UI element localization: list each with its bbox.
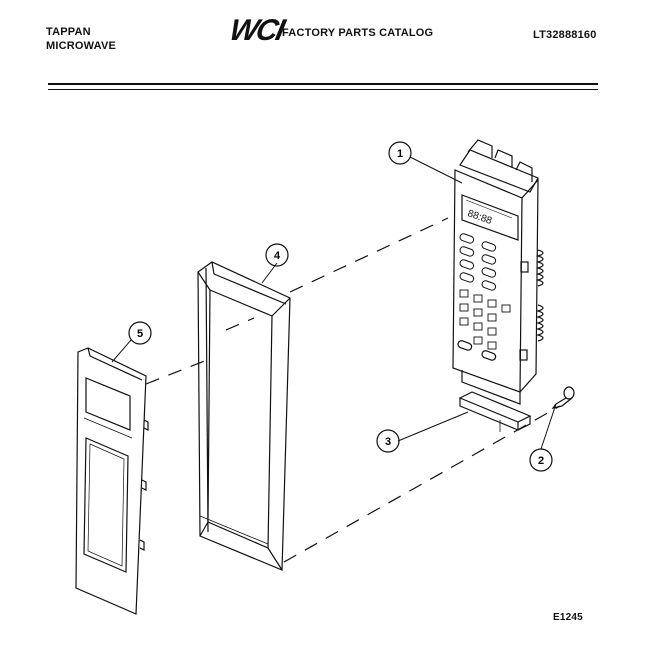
- callout-circle-2: [529, 448, 553, 472]
- header-rule: [48, 83, 598, 85]
- model-number: LT32888160: [533, 29, 597, 41]
- catalog-title: FACTORY PARTS CATALOG: [282, 27, 434, 39]
- callout-number-3: 3: [385, 436, 391, 448]
- mounting-bracket: [458, 391, 532, 432]
- callout-leaders: [111, 156, 557, 450]
- callout-circle-3: [376, 429, 400, 453]
- callout-number-2: 2: [538, 455, 544, 467]
- alignment-lines: [145, 217, 561, 563]
- header-rule-thin: [48, 89, 598, 90]
- brand-line-2: MICROWAVE: [46, 40, 117, 52]
- control-panel-assembly: 88:88: [452, 139, 544, 405]
- callout-circle-4: [265, 243, 289, 267]
- svg-text:88:88: 88:88: [466, 208, 494, 227]
- brand-line-1: TAPPAN: [46, 26, 91, 38]
- callout-number-5: 5: [137, 328, 143, 340]
- callout-number-4: 4: [274, 250, 281, 262]
- callout-circle-5: [128, 321, 152, 345]
- panel-frame: [197, 261, 291, 571]
- front-panel: [75, 347, 149, 615]
- callout-number-1: 1: [397, 148, 403, 160]
- figure-code: E1245: [553, 612, 583, 623]
- callout-circle-1: [388, 141, 412, 165]
